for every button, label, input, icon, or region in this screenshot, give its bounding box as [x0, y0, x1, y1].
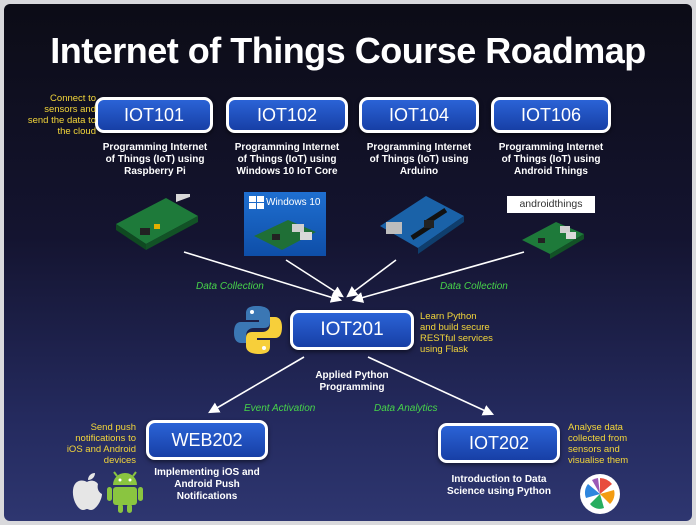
arrow-iot101-to-iot201: [183, 251, 343, 303]
course-iot104[interactable]: IOT104: [359, 97, 479, 133]
edge-label-data-collection-right: Data Collection: [440, 281, 508, 292]
edge-label-data-analytics: Data Analytics: [374, 403, 438, 414]
arrow-iot201-to-iot202: [367, 356, 495, 416]
course-iot202[interactable]: IOT202: [438, 423, 560, 463]
course-iot101[interactable]: IOT101: [95, 97, 213, 133]
arrow-iot106-to-iot201: [351, 251, 525, 303]
arrow-iot201-to-web202: [208, 356, 305, 414]
course-iot106[interactable]: IOT106: [491, 97, 611, 133]
raspberry-pi-board-icon: [116, 194, 198, 250]
edge-label-event-activation: Event Activation: [244, 403, 316, 414]
radial-chart-icon: [580, 474, 620, 514]
apple-logo-icon: [72, 473, 102, 510]
arrow-iot104-to-iot201: [346, 259, 397, 298]
windows-logo-text: Windows 10: [266, 197, 321, 208]
windows-logo-icon: [249, 196, 264, 209]
arrow-iot102-to-iot201: [285, 259, 344, 298]
edge-label-data-collection-left: Data Collection: [196, 281, 264, 292]
roadmap-slide: Internet of Things Course Roadmap IOT101…: [4, 4, 692, 521]
android-things-logo: androidthings: [507, 196, 595, 213]
android-robot-icon: [107, 471, 143, 513]
windows10-board-icon: Windows 10: [244, 192, 326, 256]
slide-title: Internet of Things Course Roadmap: [50, 30, 646, 71]
course-web202[interactable]: WEB202: [146, 420, 268, 460]
course-iot201[interactable]: IOT201: [290, 310, 414, 350]
python-logo-icon: [234, 306, 282, 354]
android-things-board-icon: [522, 222, 584, 259]
connector-arrows: [183, 251, 525, 416]
course-iot102[interactable]: IOT102: [226, 97, 348, 133]
arduino-board-icon: [380, 196, 464, 254]
